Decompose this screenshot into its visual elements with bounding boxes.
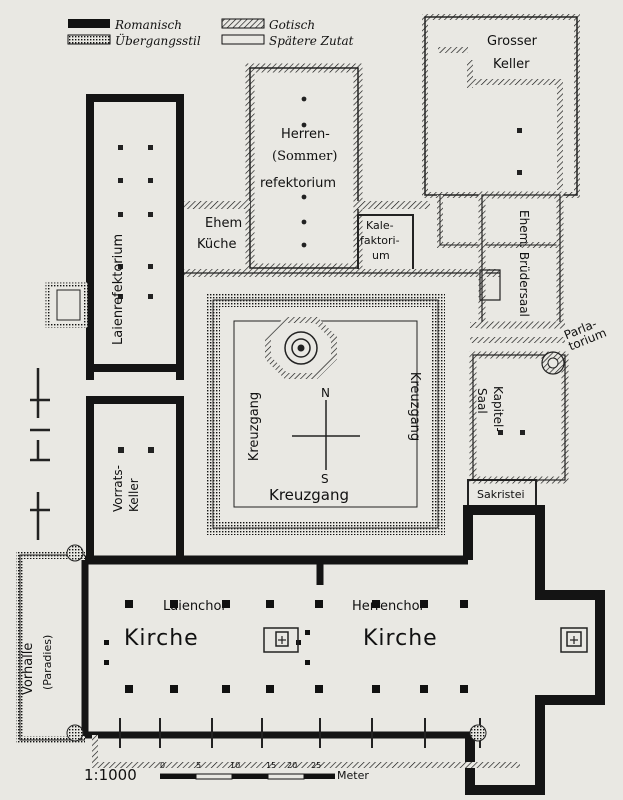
label-herrenchor: Herrenchor bbox=[352, 599, 425, 614]
side-chapels bbox=[92, 735, 520, 768]
refektorium-column-dots bbox=[301, 96, 307, 248]
label-um: um bbox=[372, 249, 390, 262]
church-south-buttresses bbox=[119, 718, 481, 748]
label-sommer: (Sommer) bbox=[272, 149, 338, 164]
kreuzgang-arcade bbox=[206, 293, 445, 535]
legend-spaetere-zutat: Spätere Zutat bbox=[269, 34, 354, 48]
legend-uebergangsstil: Übergangsstil bbox=[115, 34, 201, 48]
church-walls bbox=[81, 505, 605, 795]
laienrefektorium-walls bbox=[86, 94, 184, 380]
west-wall-fragments bbox=[30, 368, 50, 540]
label-keller: Keller bbox=[493, 57, 530, 72]
label-vorratskeller: Keller bbox=[127, 478, 141, 512]
scale-ratio: 1:1000 bbox=[84, 766, 137, 784]
scale-bar bbox=[160, 773, 335, 780]
compass-cross bbox=[292, 400, 360, 470]
label-vorrats: Vorrats- bbox=[111, 465, 125, 512]
west-stair bbox=[45, 282, 88, 328]
vorhalle-walls bbox=[16, 551, 85, 744]
vorhalle-corner-towers bbox=[66, 544, 487, 742]
label-herren: Herren- bbox=[281, 127, 330, 142]
label-refektorium: refektorium bbox=[260, 176, 337, 191]
compass-n: N bbox=[321, 386, 330, 400]
grosser-keller-walls bbox=[422, 14, 580, 248]
label-kreuzgang-east: Kreuzgang bbox=[407, 371, 423, 442]
label-faktori: faktori- bbox=[360, 234, 400, 247]
label-laienchor: Laienchor bbox=[163, 599, 227, 614]
scale-tick-20: 20 bbox=[287, 761, 298, 770]
label-kreuzgang-south: Kreuzgang bbox=[269, 486, 350, 504]
scale-tick-0: 0 bbox=[160, 761, 166, 770]
label-ehem-bruedersaal: Ehem. Brüdersaal bbox=[517, 210, 531, 317]
label-kale: Kale- bbox=[366, 219, 394, 232]
label-kapitel: Kapitel- bbox=[491, 386, 505, 432]
label-sakristei: Sakristei bbox=[477, 488, 525, 501]
legend-swatches bbox=[67, 18, 265, 45]
scale-tick-25: 25 bbox=[311, 761, 322, 770]
label-vorhalle: Vorhalle bbox=[21, 642, 36, 695]
scale-tick-15: 15 bbox=[266, 761, 277, 770]
fountain-house bbox=[265, 317, 337, 379]
high-altar bbox=[560, 627, 588, 653]
label-kreuzgang-west: Kreuzgang bbox=[247, 391, 263, 462]
label-ehem: Ehem bbox=[205, 216, 243, 231]
keller-piers bbox=[517, 128, 522, 175]
compass-s: S bbox=[321, 472, 329, 486]
laienrefektorium-piers bbox=[118, 145, 153, 299]
label-saal: Saal bbox=[475, 388, 489, 414]
label-laienrefektorium: Laienrefektorium bbox=[111, 233, 126, 345]
label-paradies: (Paradies) bbox=[41, 634, 54, 690]
altar-crosses bbox=[278, 636, 578, 644]
nave-piers bbox=[125, 600, 468, 693]
label-kirche-west: Kirche bbox=[124, 626, 199, 651]
scale-unit: Meter bbox=[337, 769, 369, 782]
label-kirche-east: Kirche bbox=[363, 626, 438, 651]
legend-gotisch: Gotisch bbox=[269, 18, 316, 32]
label-kueche: Küche bbox=[197, 237, 237, 252]
label-grosser: Grosser bbox=[487, 34, 537, 49]
scale-tick-10: 10 bbox=[230, 761, 241, 770]
legend-romanisch: Romanisch bbox=[115, 18, 182, 32]
laienchor-altar bbox=[263, 627, 299, 653]
scale-tick-5: 5 bbox=[196, 761, 202, 770]
parlatorium-tower bbox=[541, 351, 565, 375]
